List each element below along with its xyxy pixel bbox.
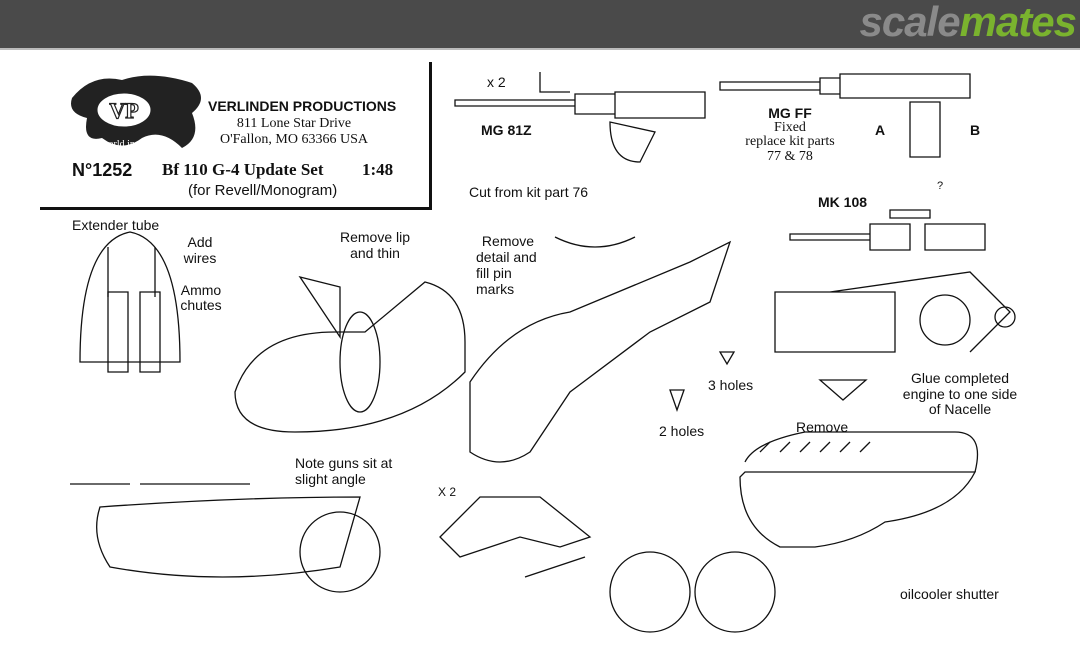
vp-logo-text: VP	[109, 98, 138, 123]
kit-title: Bf 110 G-4 Update Set	[162, 160, 324, 179]
address-line2: O'Fallon, MO 63366 USA	[220, 132, 368, 147]
label-detail3: fill pin	[476, 265, 512, 281]
label-b: B	[970, 122, 981, 138]
label-ammo: Ammo	[180, 282, 222, 298]
label-a: A	[875, 122, 886, 138]
label-3-holes: 3 holes	[708, 377, 754, 393]
label-fixed: Fixed	[774, 120, 806, 135]
kit-scale: 1:48	[362, 160, 394, 179]
label-x2-top: x 2	[487, 74, 506, 90]
mk108-drawing	[774, 209, 1016, 353]
label-x2-bottom: X 2	[438, 485, 457, 499]
fuselage-drawing	[469, 236, 732, 463]
company-name: VERLINDEN PRODUCTIONS	[208, 98, 397, 114]
label-add: Add	[187, 234, 213, 250]
kit-number: N°1252	[72, 160, 133, 180]
shutter-disc-hatched	[694, 551, 776, 633]
hole-parts	[669, 351, 736, 412]
label-chutes: chutes	[180, 297, 222, 313]
shutter-drawing	[439, 496, 592, 578]
label-cut: Cut from kit part 76	[469, 184, 589, 200]
label-lip1: Remove lip	[339, 229, 411, 245]
nacelle-drawing	[739, 431, 979, 548]
site-header: scalemates	[0, 0, 1080, 50]
logo-tagline: the world in scale	[87, 139, 158, 150]
label-remove: Remove	[796, 419, 849, 435]
scalemates-logo[interactable]: scalemates	[859, 0, 1077, 45]
label-replace2: 77 & 78	[767, 149, 813, 164]
label-mk108: MK 108	[818, 194, 868, 210]
label-detail4: marks	[476, 281, 515, 297]
label-replace1: replace kit parts	[745, 134, 835, 149]
label-oilcooler: oilcooler shutter	[900, 586, 999, 602]
label-detail2: detail and	[476, 249, 537, 265]
nose-drawing	[234, 275, 466, 433]
wing-drawing	[70, 483, 381, 593]
cockpit-drawing	[79, 231, 181, 373]
down-arrow	[818, 379, 868, 401]
label-mg81z: MG 81Z	[481, 122, 532, 138]
title-block: VP the world in scale VERLINDEN PRODUCTI…	[40, 62, 432, 210]
label-note1: Note guns sit at	[295, 455, 393, 471]
instruction-drawings	[70, 72, 1016, 633]
label-glue1: Glue completed	[910, 370, 1010, 386]
mgff-drawing	[719, 73, 971, 158]
label-mgff: MG FF	[768, 105, 812, 121]
world-map-logo: VP the world in scale	[71, 75, 201, 150]
shutter-disc-holes	[609, 551, 691, 633]
label-detail1: Remove	[481, 233, 535, 249]
label-lip2: and thin	[350, 245, 400, 261]
label-wires: wires	[183, 250, 217, 266]
label-2-holes: 2 holes	[659, 423, 705, 439]
label-glue2: engine to one side	[902, 386, 1018, 402]
label-glue3: of Nacelle	[928, 401, 992, 417]
label-question: ?	[937, 180, 944, 192]
kit-subtitle: (for Revell/Monogram)	[188, 182, 338, 199]
label-note2: slight angle	[295, 471, 366, 487]
mg81z-drawing	[454, 72, 706, 163]
label-extender: Extender tube	[72, 217, 160, 233]
address-line1: 811 Lone Star Drive	[236, 116, 352, 131]
